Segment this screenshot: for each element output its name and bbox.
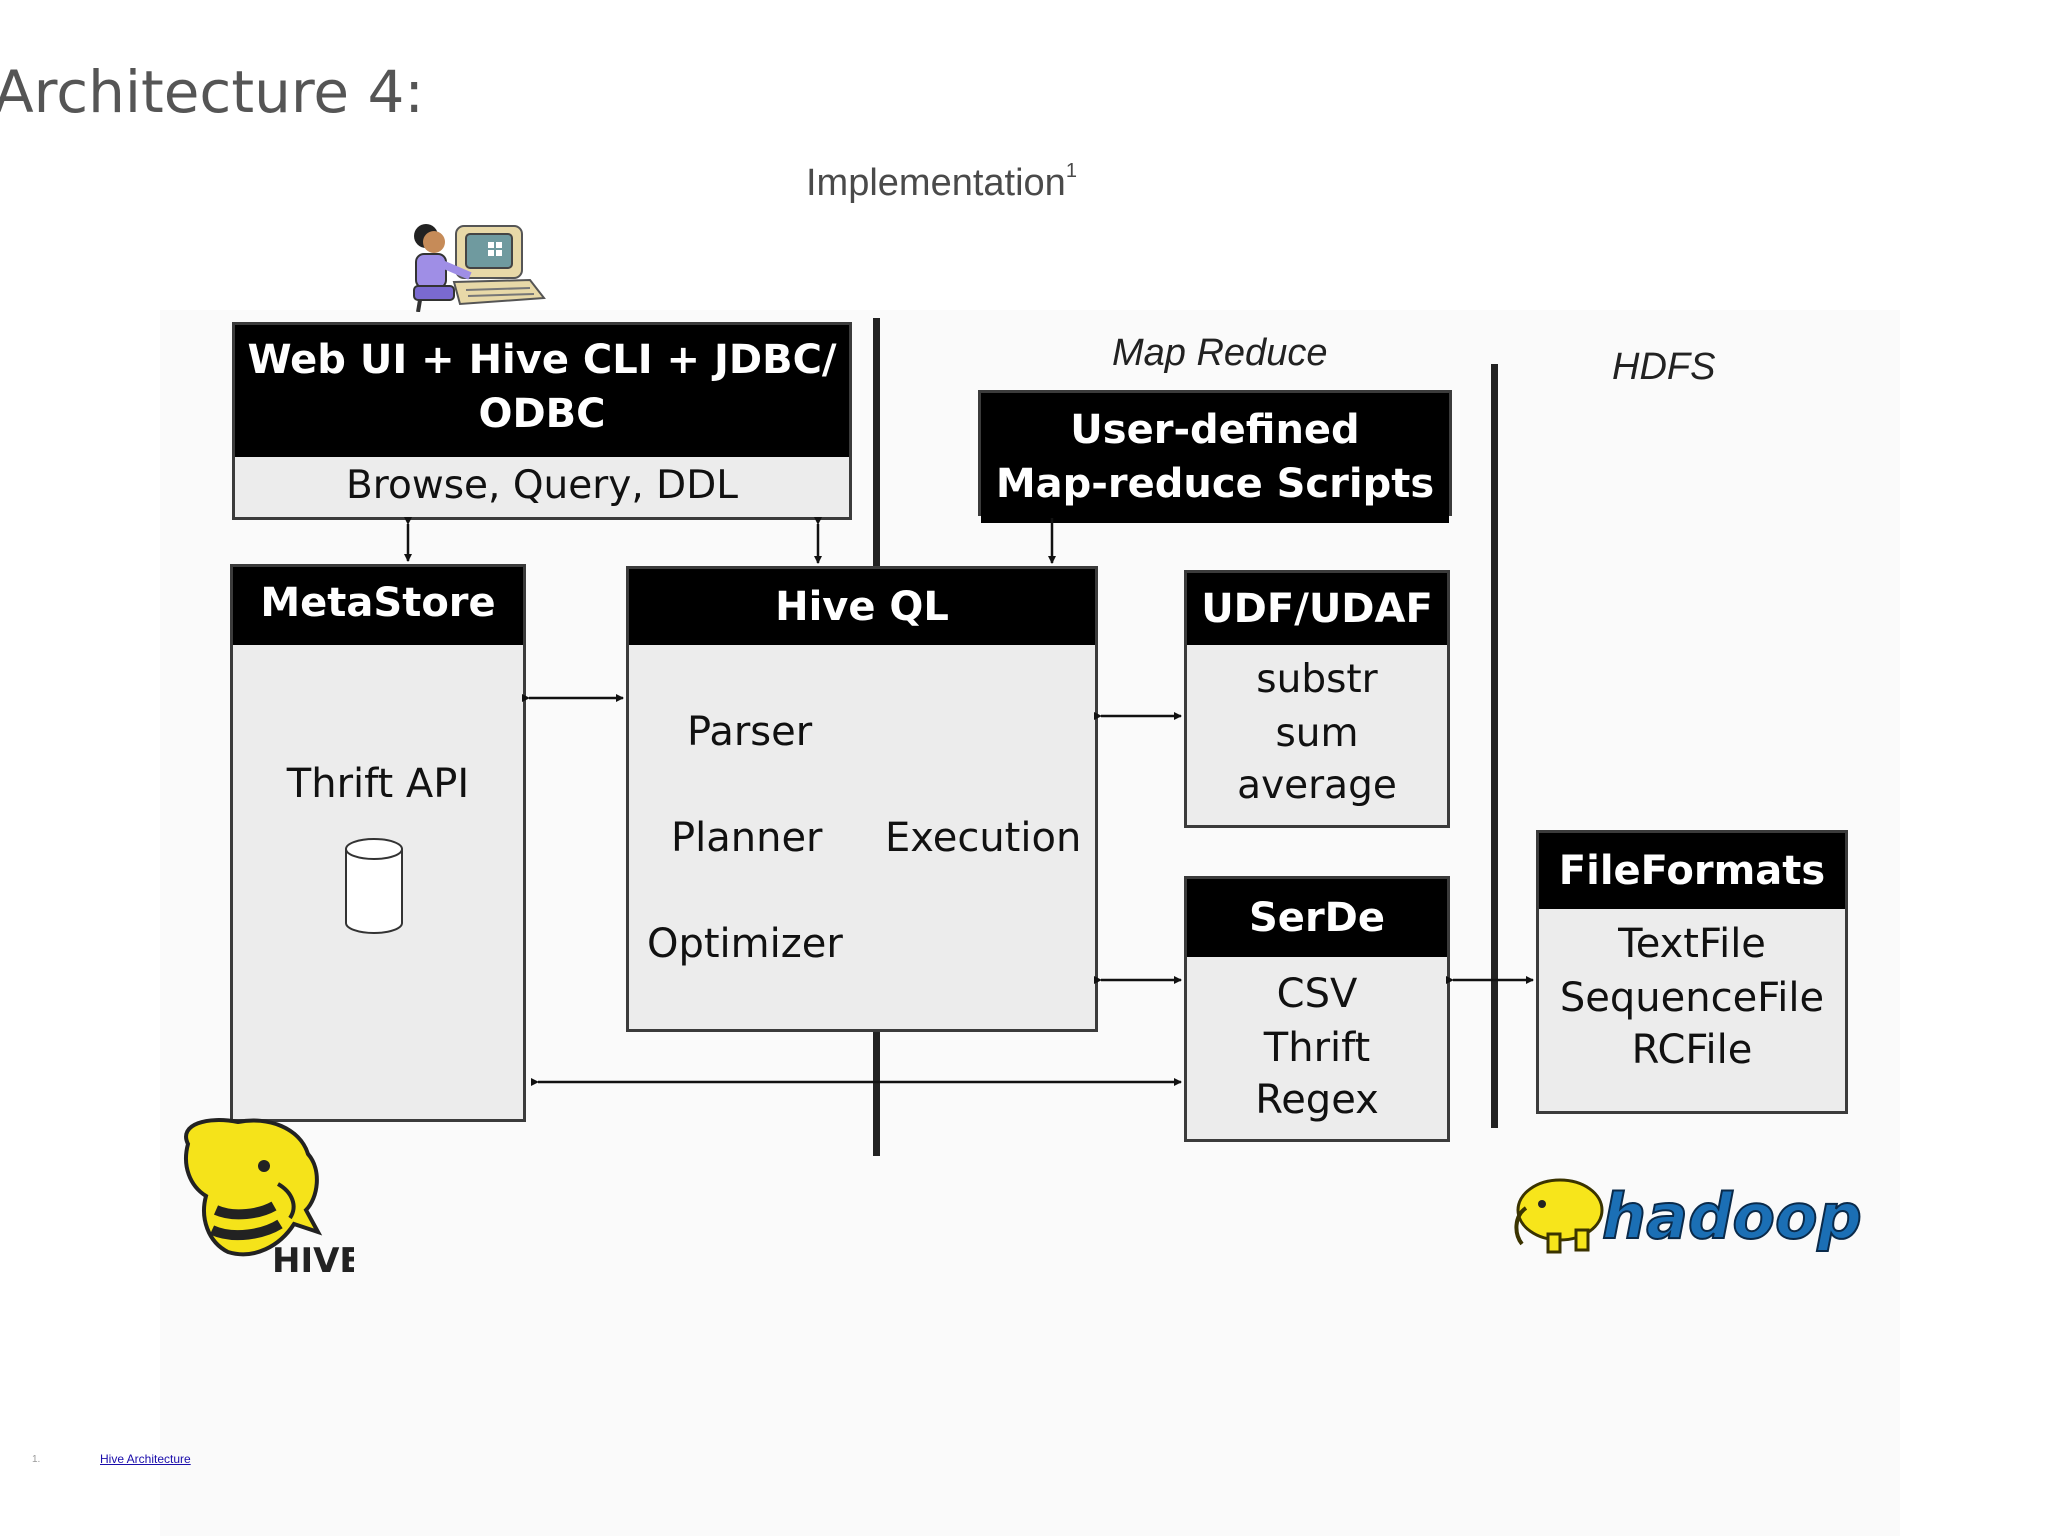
subtitle-footnote-marker: 1: [1065, 160, 1077, 183]
subtitle-text: Implementation: [806, 162, 1066, 204]
hadoop-logo-text: hadoop: [1602, 1180, 1862, 1253]
fileformats-item: SequenceFile: [1559, 975, 1825, 1021]
web-ui-header: Web UI + Hive CLI + JDBC/ ODBC: [235, 325, 849, 457]
fileformats-header: FileFormats: [1539, 833, 1845, 909]
hive-logo-icon: HIVE: [184, 1118, 354, 1276]
udf-item: sum: [1275, 711, 1359, 756]
diagram-subtitle: Implementation1: [806, 160, 1077, 205]
slide-title: Architecture 4:: [0, 58, 424, 126]
user-computer-icon: [413, 224, 546, 312]
udf-udaf-box: UDF/UDAF substr sum average: [1184, 570, 1450, 828]
serde-item: Regex: [1255, 1077, 1379, 1123]
hdfs-label: HDFS: [1612, 346, 1716, 388]
footnote-link-hive-architecture[interactable]: Hive Architecture: [100, 1452, 191, 1466]
metastore-header: MetaStore: [233, 567, 523, 645]
metastore-thrift-api: Thrift API: [286, 761, 470, 807]
metastore-box: MetaStore Thrift API: [230, 564, 526, 1122]
serde-item: CSV: [1276, 971, 1358, 1017]
web-ui-header-line1: Web UI + Hive CLI + JDBC/: [247, 337, 837, 383]
mapreduce-hdfs-separator: [1491, 364, 1498, 1128]
hive-ql-box: Hive QL Parser Planner Execution Optimiz…: [626, 566, 1098, 1032]
web-ui-box: Web UI + Hive CLI + JDBC/ ODBC Browse, Q…: [232, 322, 852, 520]
fileformats-item: TextFile: [1618, 921, 1766, 967]
hive-logo-text: HIVE: [272, 1241, 354, 1276]
udf-item: average: [1237, 763, 1397, 808]
hive-ql-parser: Parser: [687, 709, 813, 755]
user-defined-scripts-box: User-defined Map-reduce Scripts: [978, 390, 1452, 523]
web-ui-header-line2: ODBC: [478, 391, 606, 437]
web-ui-body: Browse, Query, DDL: [346, 463, 738, 508]
database-icon: [345, 838, 403, 934]
footnote-number: 1.: [32, 1454, 41, 1465]
hive-ql-planner: Planner: [671, 815, 823, 861]
hive-ql-execution: Execution: [885, 815, 1082, 861]
serde-box: SerDe CSV Thrift Regex: [1184, 876, 1450, 1142]
fileformats-item: RCFile: [1631, 1027, 1753, 1073]
serde-item: Thrift: [1263, 1025, 1371, 1071]
hive-ql-header: Hive QL: [629, 569, 1095, 645]
hadoop-logo-icon: hadoop: [1514, 1178, 1863, 1254]
user-defined-scripts-header: User-defined Map-reduce Scripts: [981, 393, 1449, 523]
user-defined-scripts-line2: Map-reduce Scripts: [995, 461, 1435, 507]
fileformats-box: FileFormats TextFile SequenceFile RCFile: [1536, 830, 1848, 1114]
udf-item: substr: [1256, 657, 1378, 702]
map-reduce-label: Map Reduce: [1112, 332, 1328, 374]
user-defined-scripts-line1: User-defined: [1070, 407, 1360, 453]
serde-header: SerDe: [1187, 879, 1447, 957]
hive-ql-optimizer: Optimizer: [647, 921, 843, 967]
udf-udaf-header: UDF/UDAF: [1187, 573, 1447, 645]
